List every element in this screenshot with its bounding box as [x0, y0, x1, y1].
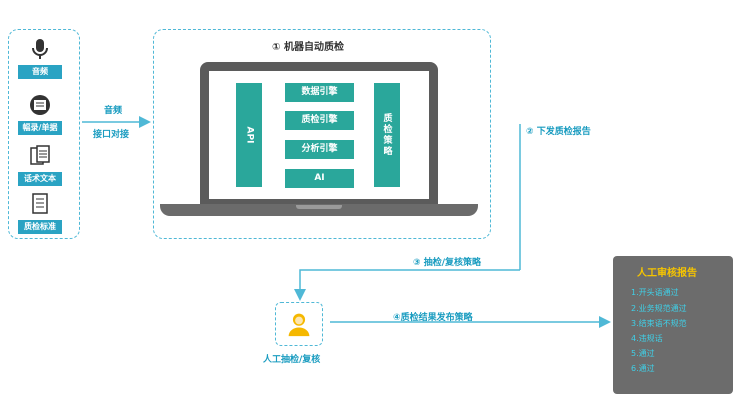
- step4-label: ④质检结果发布策略: [393, 313, 473, 323]
- source-label: 音频: [18, 65, 62, 79]
- report-item: 3.结束语不规范: [631, 319, 687, 328]
- report-item: 6.通过: [631, 364, 655, 373]
- checklist-icon: [32, 193, 48, 214]
- report-item: 2.业务规范通过: [631, 304, 687, 313]
- laptop-base: [160, 204, 478, 216]
- review-strategy-arrow: [294, 269, 520, 301]
- source-panel: [8, 29, 80, 239]
- report-item: 5.通过: [631, 349, 655, 358]
- laptop-notch: [296, 205, 342, 209]
- source-card-audio: 音频: [14, 35, 66, 79]
- human-review-label: 人工抽检/复核: [263, 355, 321, 365]
- data-engine: 数据引擎: [285, 83, 354, 102]
- report-item: 4.违规话: [631, 334, 663, 343]
- strategy-bar: 质检策略: [374, 83, 400, 187]
- source-card-standard: 质检标准: [14, 190, 66, 234]
- report-item: 1.开头语通过: [631, 288, 679, 297]
- person-icon: [288, 313, 310, 337]
- source-label: 话术文本: [18, 172, 62, 186]
- machine-title: ① 机器自动质检: [272, 42, 344, 53]
- ai-engine: AI: [285, 169, 354, 188]
- link-label-interface: 接口对接: [93, 130, 130, 140]
- api-label: API: [243, 126, 254, 144]
- source-card-records: 幅录/单据: [14, 91, 66, 135]
- document-roll-icon: [30, 95, 50, 115]
- microphone-icon: [32, 39, 48, 59]
- source-label: 幅录/单据: [18, 121, 62, 135]
- machine-panel: [153, 29, 491, 239]
- step2-label: ② 下发质检报告: [526, 124, 591, 137]
- source-card-script: 话术文本: [14, 142, 66, 186]
- api-bar: API: [236, 83, 262, 187]
- text-document-icon: [30, 145, 50, 165]
- manual-review-report: 人工审核报告 1.开头语通过 2.业务规范通过 3.结束语不规范 4.违规话 5…: [613, 256, 733, 394]
- analysis-engine: 分析引擎: [285, 140, 354, 159]
- link-label-audio: 音频: [104, 106, 123, 116]
- report-title: 人工审核报告: [637, 268, 697, 279]
- strategy-label: 质检策略: [381, 113, 392, 157]
- qc-engine: 质检引擎: [285, 111, 354, 130]
- human-review-box: [275, 302, 323, 346]
- source-label: 质检标准: [18, 220, 62, 234]
- step3-label: ③ 抽检/复核策略: [413, 258, 482, 268]
